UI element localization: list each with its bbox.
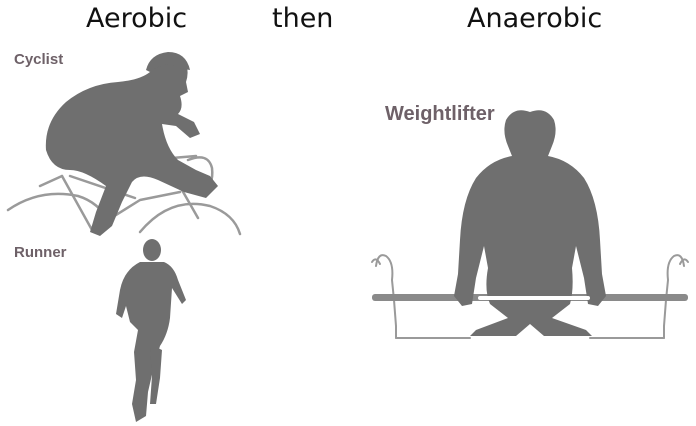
- weightlifter-body: [454, 110, 606, 336]
- cyclist-silhouette: [8, 52, 240, 236]
- weightlifter-silhouette: [372, 110, 688, 338]
- runner-silhouette: [116, 239, 186, 422]
- label-weightlifter: Weightlifter: [385, 103, 495, 126]
- label-runner: Runner: [14, 244, 67, 261]
- label-cyclist: Cyclist: [14, 51, 63, 68]
- barbell-grip-highlight: [478, 296, 590, 300]
